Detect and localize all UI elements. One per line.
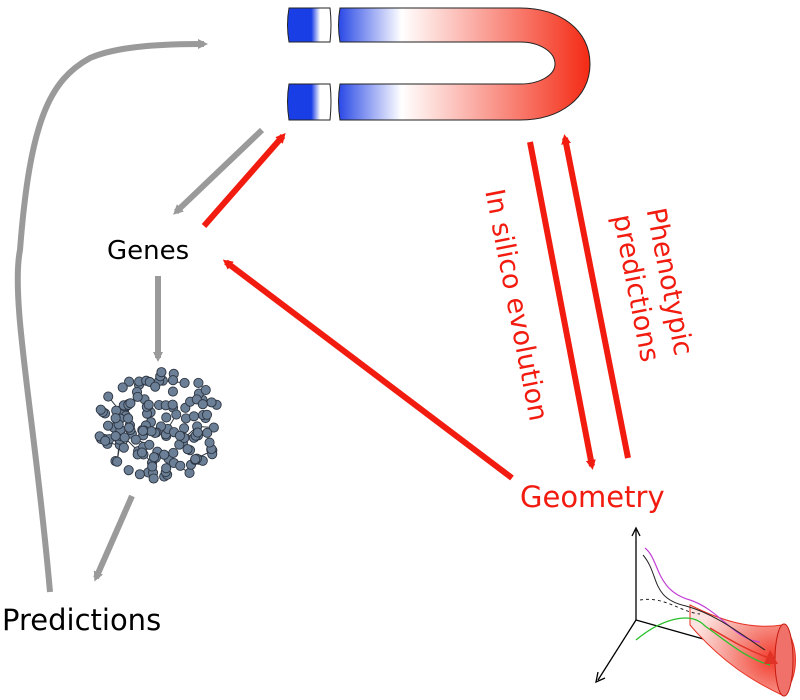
network-node bbox=[188, 411, 199, 422]
network-node bbox=[124, 422, 135, 433]
network-node bbox=[167, 375, 179, 386]
network-node bbox=[193, 377, 204, 388]
network-node bbox=[206, 397, 217, 408]
geometric-landscape-icon bbox=[595, 526, 796, 697]
network-node bbox=[130, 434, 141, 445]
arrow-phenotypic-predictions bbox=[561, 134, 631, 459]
network-node bbox=[118, 442, 129, 453]
network-node bbox=[156, 367, 167, 378]
network-node bbox=[123, 413, 134, 424]
network-node bbox=[184, 467, 195, 478]
network-node bbox=[147, 461, 158, 472]
network-node bbox=[201, 409, 213, 420]
network-node bbox=[124, 376, 135, 387]
network-node bbox=[168, 447, 179, 458]
network-node bbox=[159, 449, 170, 460]
arrow-network-to-predictions bbox=[93, 494, 135, 582]
geometry-label: Geometry bbox=[520, 480, 665, 514]
network-node bbox=[175, 460, 186, 471]
network-node bbox=[200, 385, 211, 396]
gene-network-icon bbox=[94, 367, 222, 484]
network-node bbox=[167, 386, 178, 397]
network-node bbox=[100, 435, 111, 446]
network-node bbox=[208, 422, 219, 433]
predictions-label: Predictions bbox=[2, 603, 162, 637]
network-node bbox=[110, 413, 121, 424]
network-node bbox=[182, 444, 193, 455]
network-node bbox=[136, 447, 148, 458]
network-node bbox=[171, 409, 182, 420]
network-node bbox=[117, 382, 128, 393]
network-node bbox=[150, 381, 161, 392]
network-node bbox=[132, 391, 143, 402]
arrow-chromosome-to-genes bbox=[173, 127, 265, 215]
network-node bbox=[144, 439, 155, 450]
network-node bbox=[143, 399, 154, 410]
network-node bbox=[95, 404, 106, 415]
network-node bbox=[202, 427, 213, 438]
gray-arrows bbox=[14, 39, 265, 593]
network-node bbox=[134, 469, 145, 480]
arrow-genes-to-chromosome bbox=[201, 132, 286, 228]
network-node bbox=[148, 473, 159, 484]
network-node bbox=[102, 420, 114, 431]
network-node bbox=[110, 431, 121, 442]
arrow-in-silico-evolution bbox=[527, 141, 596, 470]
red-arrows bbox=[201, 132, 631, 481]
network-node bbox=[146, 426, 157, 437]
network-node bbox=[190, 454, 201, 465]
chromosome-icon bbox=[287, 7, 591, 121]
network-node bbox=[161, 463, 172, 474]
genes-label: Genes bbox=[107, 236, 190, 266]
network-node bbox=[112, 456, 123, 467]
network-node bbox=[125, 398, 136, 409]
network-node bbox=[119, 432, 130, 443]
network-node bbox=[123, 465, 134, 476]
network-node bbox=[161, 412, 172, 423]
arrow-predictions-to-chromosome bbox=[14, 39, 208, 593]
network-node bbox=[148, 452, 160, 463]
network-node bbox=[174, 430, 185, 441]
network-node bbox=[197, 399, 208, 410]
network-node bbox=[179, 377, 190, 388]
arrow-geometry-to-genes bbox=[222, 259, 514, 481]
network-node bbox=[192, 427, 203, 438]
network-node bbox=[167, 399, 178, 410]
network-node bbox=[204, 437, 215, 448]
network-node bbox=[103, 391, 114, 402]
network-node bbox=[137, 425, 149, 436]
